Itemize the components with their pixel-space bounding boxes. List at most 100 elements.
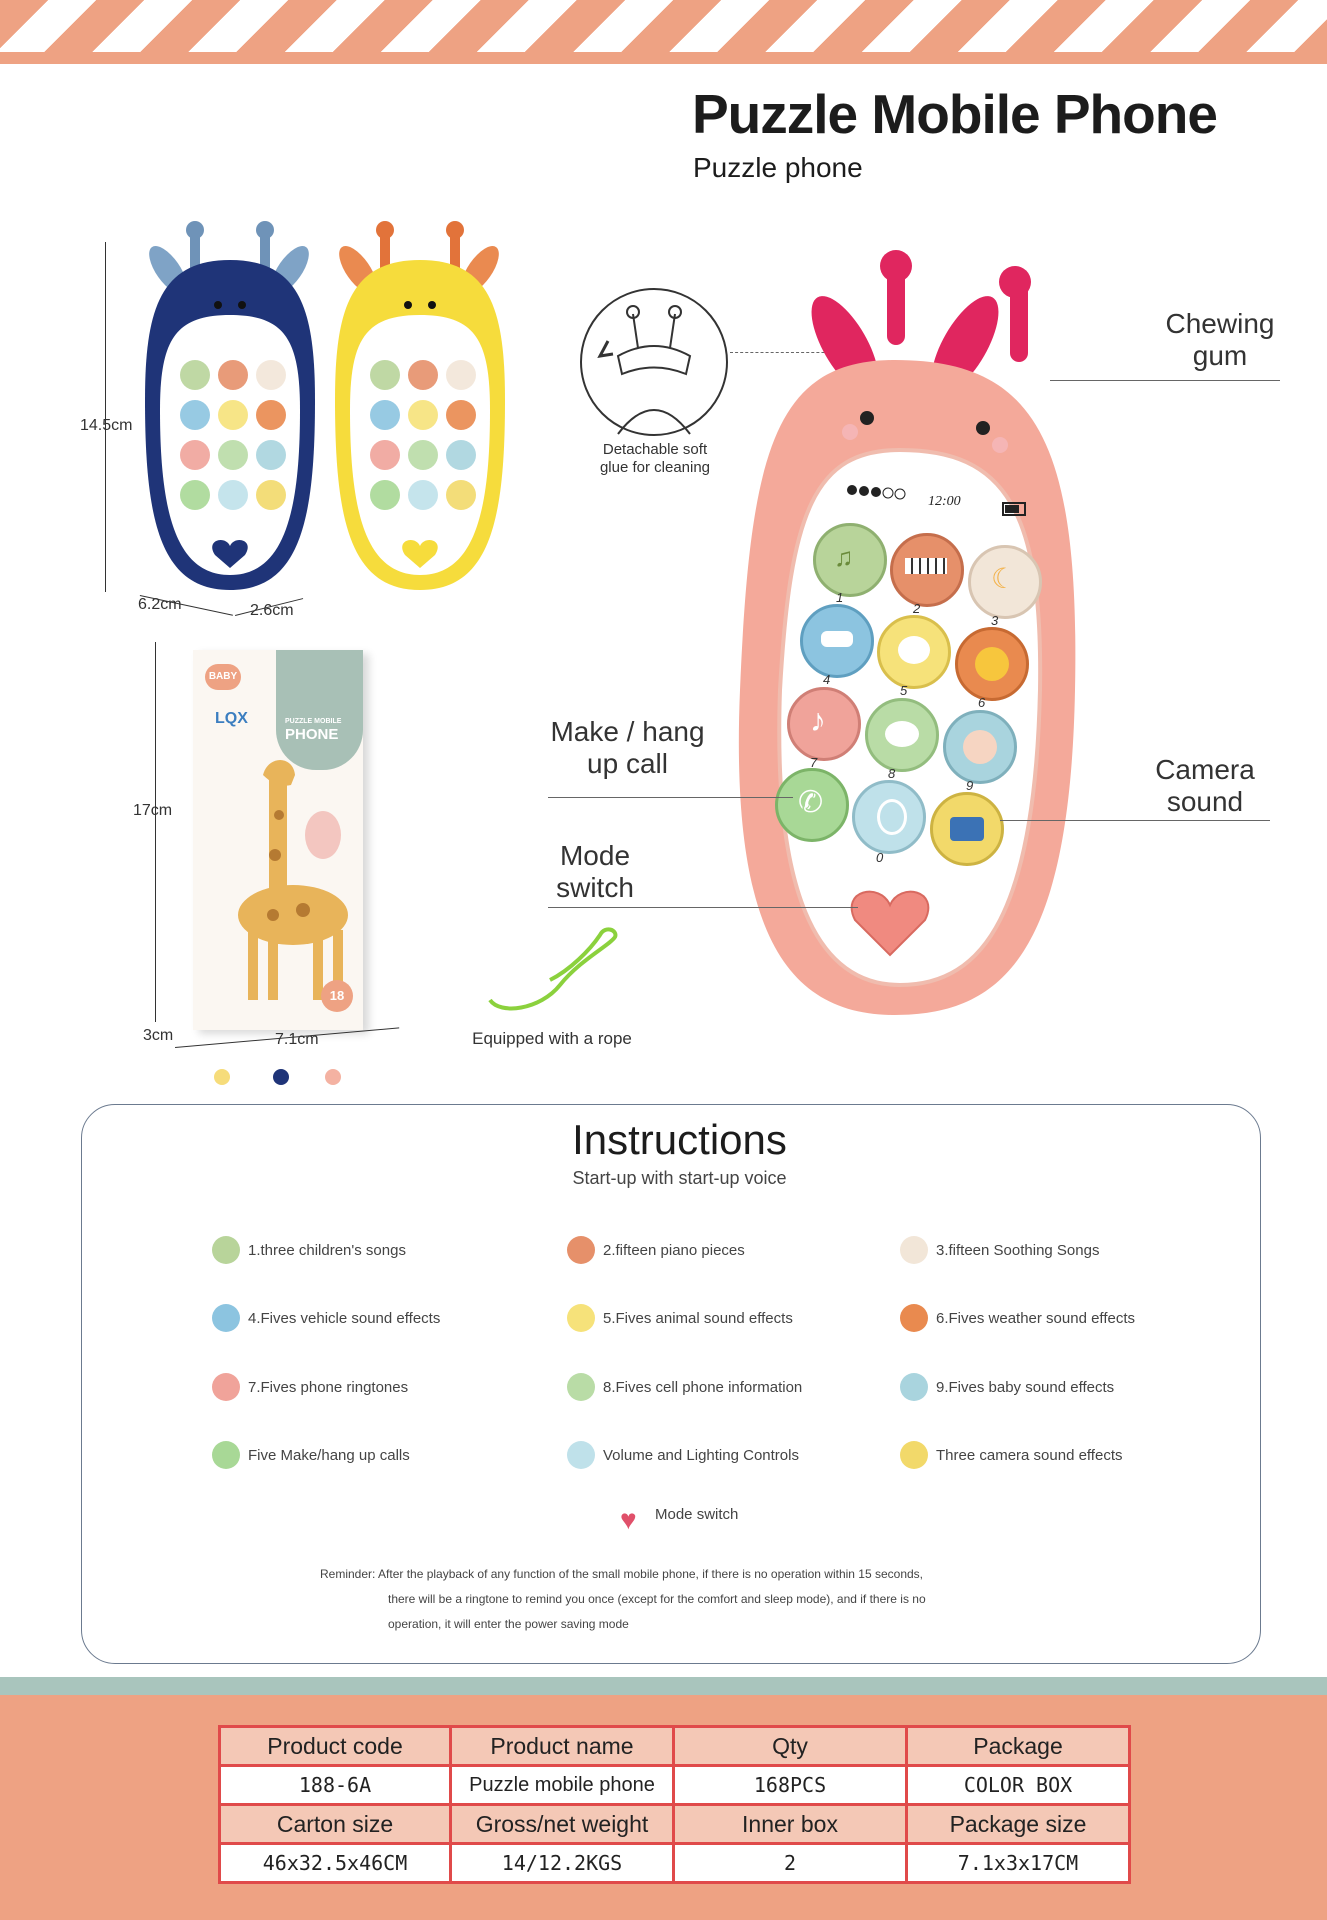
top-stripe-band — [0, 52, 1327, 64]
depth-dim-label: 2.6cm — [250, 602, 294, 619]
instruction-label: Three camera sound effects — [936, 1446, 1123, 1464]
instruction-item: 3.fifteen Soothing Songs — [900, 1236, 1099, 1264]
spec-header-row-2: Carton size Gross/net weight Inner box P… — [218, 1803, 1131, 1845]
instruction-item: 9.Fives baby sound effects — [900, 1373, 1114, 1401]
sun-icon — [975, 647, 1009, 681]
spec-h-carton-size: Carton size — [218, 1803, 452, 1845]
phone-time: 12:00 — [928, 494, 961, 509]
phone-button-bell[interactable]: ♪ — [787, 687, 861, 761]
box-age-badge: 18 — [321, 980, 353, 1012]
phone-button-cat[interactable] — [877, 615, 951, 689]
phone-button-moon[interactable]: ☾ — [968, 545, 1042, 619]
music-notes-icon: ♫ — [834, 542, 854, 572]
spec-h-inner-box: Inner box — [672, 1803, 908, 1845]
phone-button-piano[interactable] — [890, 533, 964, 607]
piano-icon — [567, 1236, 595, 1264]
reminder-line2: there will be a ringtone to remind you o… — [388, 1592, 926, 1606]
rope-image — [488, 927, 618, 1011]
phone-icon: ✆ — [798, 786, 824, 819]
phone-button-car[interactable] — [800, 604, 874, 678]
height-dim-label: 14.5cm — [80, 417, 133, 434]
spec-value-row-1: 188-6A Puzzle mobile phone 168PCS COLOR … — [218, 1764, 1131, 1806]
callout-chewing-gum-2: gum — [1192, 340, 1248, 371]
instructions-title: Instructions — [572, 1116, 787, 1163]
page-subtitle: Puzzle phone — [693, 152, 863, 183]
width-dim-label: 6.2cm — [138, 596, 182, 613]
bulb-icon — [567, 1441, 595, 1469]
instruction-label: 2.fifteen piano pieces — [603, 1241, 745, 1259]
reminder-text: Reminder: After the playback of any func… — [320, 1562, 1080, 1637]
camera-icon — [950, 817, 984, 841]
spec-v-package: COLOR BOX — [905, 1764, 1131, 1806]
detachable-glue-image — [580, 288, 728, 436]
instructions-panel — [81, 1104, 1261, 1664]
phone-button-camera[interactable] — [930, 792, 1004, 866]
instruction-item: 1.three children's songs — [212, 1236, 406, 1264]
digit-6: 6 — [978, 695, 986, 710]
spec-v-package-size: 7.1x3x17CM — [905, 1842, 1131, 1884]
reminder-line3: operation, it will enter the power savin… — [388, 1617, 629, 1631]
mode-switch-label: Mode switch — [655, 1506, 739, 1523]
piano-icon — [905, 558, 947, 574]
camera-leader — [1000, 820, 1270, 821]
instructions-subtitle: Start-up with start-up voice — [572, 1168, 787, 1188]
spec-v-weight: 14/12.2KGS — [449, 1842, 675, 1884]
digit-4: 4 — [823, 672, 831, 687]
instruction-label: 6.Fives weather sound effects — [936, 1309, 1135, 1327]
instruction-item: 8.Fives cell phone information — [567, 1373, 802, 1401]
package-box: BABY LQX PUZZLE MOBILE PHONE 18 — [193, 650, 363, 1030]
callout-make-call-1: Make / hang — [550, 716, 705, 747]
instruction-label: 7.Fives phone ringtones — [248, 1378, 409, 1396]
navy-phone-buttons — [180, 360, 286, 510]
color-dot-yellow[interactable] — [214, 1069, 230, 1085]
instruction-item: 5.Fives animal sound effects — [567, 1304, 793, 1332]
callout-camera-2: sound — [1166, 786, 1244, 817]
digit-0: 0 — [876, 850, 884, 865]
phone-button-bulb[interactable] — [852, 780, 926, 854]
color-dot-navy[interactable] — [273, 1069, 289, 1085]
phone-icon — [212, 1441, 240, 1469]
mode-switch-leader — [548, 907, 858, 908]
digit-1: 1 — [836, 590, 844, 605]
color-dot-pink[interactable] — [325, 1069, 341, 1085]
spec-v-product-name: Puzzle mobile phone — [449, 1764, 675, 1806]
phone-button-baby[interactable] — [943, 710, 1017, 784]
instruction-item: Volume and Lighting Controls — [567, 1441, 799, 1469]
make-call-leader — [548, 797, 793, 798]
instruction-label: Volume and Lighting Controls — [603, 1446, 799, 1464]
digit-7: 7 — [810, 755, 818, 770]
spec-h-qty: Qty — [672, 1725, 908, 1767]
detachable-leader-line — [730, 352, 860, 353]
reminder-line1: Reminder: After the playback of any func… — [320, 1567, 924, 1581]
phone-button-message[interactable] — [865, 698, 939, 772]
digit-5: 5 — [900, 683, 908, 698]
spec-v-inner-box: 2 — [672, 1842, 908, 1884]
callout-make-call-2: up call — [587, 748, 668, 779]
message-icon — [567, 1373, 595, 1401]
bell-icon — [212, 1373, 240, 1401]
callout-mode-switch-1: Mode — [559, 840, 631, 871]
instruction-item: 6.Fives weather sound effects — [900, 1304, 1135, 1332]
mode-switch-item: ♥ Mode switch — [620, 1506, 739, 1534]
phone-button-music[interactable]: ♫ — [813, 523, 887, 597]
sun-icon — [900, 1304, 928, 1332]
phone-button-sun[interactable] — [955, 627, 1029, 701]
instruction-item: 4.Fives vehicle sound effects — [212, 1304, 440, 1332]
moon-icon: ☾ — [991, 563, 1017, 594]
digit-9: 9 — [966, 778, 974, 793]
box-height-dim-line — [155, 642, 156, 1022]
cat-icon — [567, 1304, 595, 1332]
instruction-item: Five Make/hang up calls — [212, 1441, 410, 1469]
detachable-note-line1: Detachable soft — [602, 441, 708, 458]
digit-2: 2 — [913, 601, 921, 616]
callout-chewing-gum-1: Chewing — [1165, 308, 1275, 339]
spec-h-weight: Gross/net weight — [449, 1803, 675, 1845]
instruction-label: 4.Fives vehicle sound effects — [248, 1309, 441, 1327]
phone-button-call[interactable]: ✆ — [775, 768, 849, 842]
instruction-label: 9.Fives baby sound effects — [936, 1378, 1115, 1396]
box-baby-badge: BABY — [205, 664, 241, 690]
cat-icon — [898, 636, 930, 664]
callout-camera-1: Camera — [1155, 754, 1255, 785]
car-icon — [212, 1304, 240, 1332]
spec-h-package: Package — [905, 1725, 1131, 1767]
